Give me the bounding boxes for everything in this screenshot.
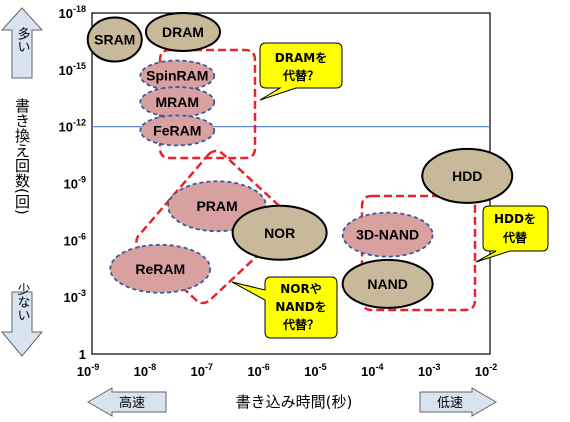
x-arrow-left: 高速 xyxy=(87,387,167,417)
callout-nor-nand-line-2: NANDを xyxy=(275,300,326,314)
x-tick-label: 10-4 xyxy=(361,362,383,379)
callout-hdd-line-2: 代替 xyxy=(502,230,528,245)
y-arrow-up: 多い xyxy=(0,7,44,79)
x-tick-label: 10-3 xyxy=(418,362,440,379)
y-tick-label: 10-12 xyxy=(59,118,86,135)
tech-ellipse xyxy=(231,204,328,261)
callout-nor-nand-bubble xyxy=(231,276,338,339)
tech-ellipse xyxy=(139,114,216,147)
tech-ellipse xyxy=(341,258,434,309)
y-tick-label: 10-15 xyxy=(59,61,86,78)
x-tick-label: 10-5 xyxy=(304,362,326,379)
tech-dram: DRAM xyxy=(144,11,221,52)
x-axis-title: 書き込み時間(秒) xyxy=(236,393,353,411)
callout-dram: DRAMを 代替？ xyxy=(259,42,343,101)
up-arrow-label: 多い xyxy=(15,26,31,53)
dram-alternative-group xyxy=(158,48,257,160)
tech-ellipse xyxy=(341,211,434,258)
y-tick-label: 10-9 xyxy=(64,175,86,192)
tech-label: NOR xyxy=(264,225,295,241)
tech-nor: NOR xyxy=(231,204,328,261)
y-axis-title: 書き換え回数(回) xyxy=(13,98,31,215)
tech-ellipse xyxy=(421,147,514,204)
tech-label: HDD xyxy=(452,168,482,184)
tech-label: ReRAM xyxy=(135,261,185,277)
x-tick-label: 10-8 xyxy=(134,362,156,379)
y-arrow-down: 少ない xyxy=(0,283,44,357)
tech-label: SpinRAM xyxy=(146,68,208,84)
x-tick-label: 10-7 xyxy=(190,362,212,379)
callout-nor-nand: NORや NANDを 代替？ xyxy=(231,276,338,339)
tech-label: 3D-NAND xyxy=(356,227,419,243)
left-arrow-shape xyxy=(87,387,167,417)
left-arrow-label: 高速 xyxy=(119,395,145,411)
y-tick-label: 10-18 xyxy=(59,4,86,21)
callout-dram-bubble xyxy=(259,42,343,101)
y-tick-label: 1 xyxy=(79,347,86,362)
callout-nor-nand-line-3: 代替？ xyxy=(282,317,319,332)
y-tick-label: 10-3 xyxy=(64,288,86,305)
y-tick-labels: 10-18 10-15 10-12 10-9 10-6 10-3 1 xyxy=(59,4,86,362)
tech-nand: NAND xyxy=(341,258,434,309)
callout-dram-line-2: 代替？ xyxy=(282,68,319,83)
tech-ellipse xyxy=(144,11,221,52)
callout-hdd: HDDを 代替 xyxy=(475,205,549,263)
technology-markers: SRAM DRAM SpinRAM MRAM FeRAM PRAM NOR ReRAM HDD 3… xyxy=(86,11,514,309)
tech-spinram: SpinRAM xyxy=(139,59,216,92)
tech-ellipse xyxy=(86,16,143,63)
tech-label: NAND xyxy=(367,276,407,292)
tech-mram: MRAM xyxy=(139,86,216,118)
tech-reram: ReRAM xyxy=(109,243,212,294)
tech-label: PRAM xyxy=(196,198,237,214)
tech-label: FeRAM xyxy=(153,122,201,138)
tech-label: MRAM xyxy=(156,94,200,110)
nor-nand-alternative-group xyxy=(135,149,293,305)
x-tick-label: 10-2 xyxy=(475,362,497,379)
tech-hdd: HDD xyxy=(421,147,514,204)
tech-sram: SRAM xyxy=(86,16,143,63)
right-arrow-shape xyxy=(419,387,497,417)
up-arrow-shape xyxy=(0,7,44,79)
tech-label: SRAM xyxy=(94,32,135,48)
callout-hdd-bubble xyxy=(475,205,549,263)
down-arrow-label: 少ない xyxy=(15,283,31,322)
x-arrow-right: 低速 xyxy=(419,387,497,417)
x-tick-label: 10-6 xyxy=(247,362,269,379)
tech-feram: FeRAM xyxy=(139,114,216,147)
x-tick-labels: 10-9 10-8 10-7 10-6 10-5 10-4 10-3 10-2 xyxy=(77,362,497,379)
tech-label: DRAM xyxy=(162,24,204,40)
callout-nor-nand-line-1: NORや xyxy=(280,282,322,296)
tech-ellipse xyxy=(109,243,212,294)
tech-3d-nand: 3D-NAND xyxy=(341,211,434,258)
x-tick-label: 10-9 xyxy=(77,362,99,379)
callout-dram-line-1: DRAMを xyxy=(275,51,327,65)
y-tick-label: 10-6 xyxy=(64,231,86,248)
callout-hdd-line-1: HDDを xyxy=(494,212,536,226)
right-arrow-label: 低速 xyxy=(437,396,463,411)
down-arrow-shape xyxy=(0,291,44,357)
